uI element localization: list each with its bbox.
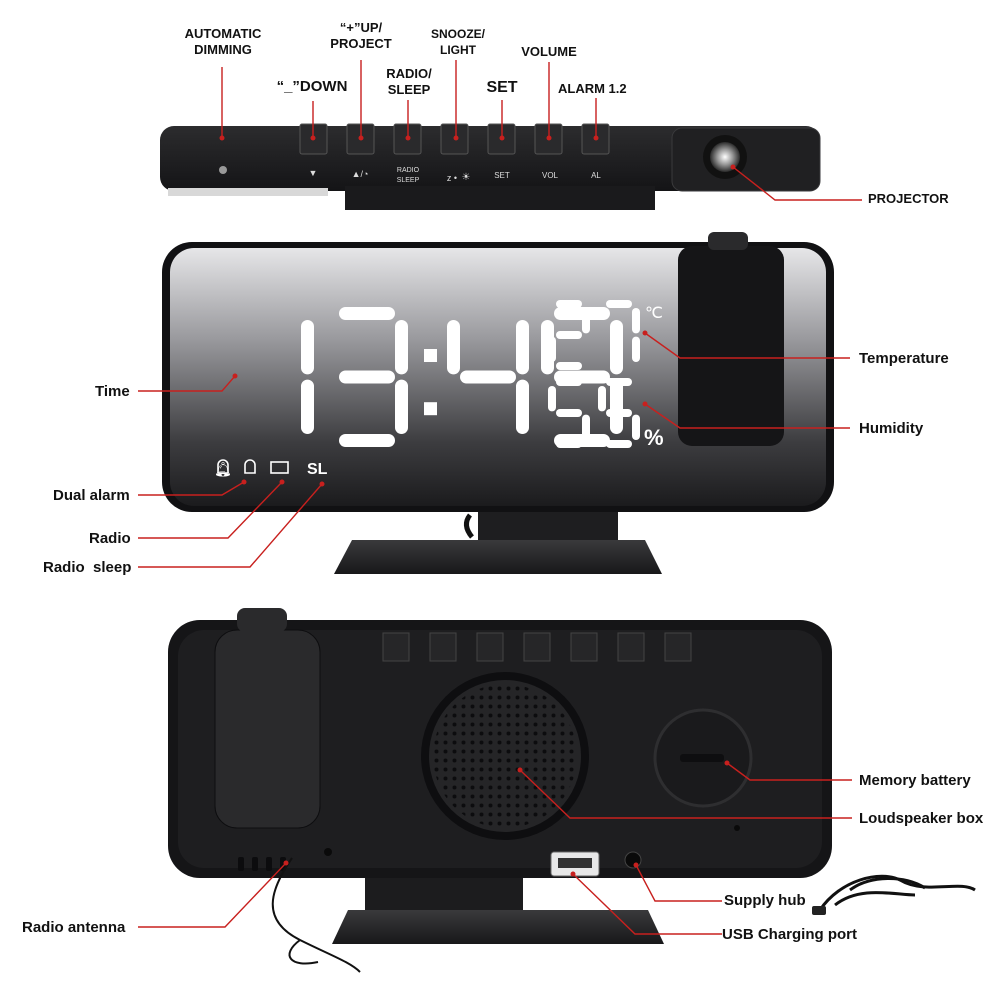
- radio-icon: [270, 461, 289, 474]
- light-sensor-icon: [219, 166, 227, 174]
- digit-segment: [395, 379, 408, 434]
- digit-segment: [516, 379, 529, 434]
- up-project-face-icon: ▲/◔: [352, 169, 369, 179]
- humidity-digits: [548, 378, 640, 448]
- digit-segment: [556, 362, 582, 370]
- digit-segment: [460, 370, 516, 384]
- label-memory-battery: Memory battery: [859, 772, 971, 789]
- label-radio-sleep-front: Radio sleep: [43, 559, 132, 576]
- digit-segment: [516, 320, 529, 375]
- projector-lens-icon: [710, 142, 740, 172]
- down-face-icon: ▼: [309, 168, 318, 178]
- set-face-label: SET: [494, 171, 510, 180]
- digit-segment: [610, 320, 623, 375]
- label-loudspeaker-box: Loudspeaker box: [859, 810, 984, 827]
- alarm1-icon: [217, 459, 229, 474]
- digit-segment: [556, 331, 582, 339]
- digit-segment: [556, 409, 582, 417]
- label-time: Time: [95, 383, 130, 400]
- label-radio-sleep: RADIO/SLEEP: [386, 66, 432, 97]
- label-temperature: Temperature: [859, 350, 949, 367]
- sleep-indicator: SL: [307, 461, 328, 478]
- speaker-holes: [433, 684, 577, 828]
- digit-segment: [598, 386, 606, 412]
- label-down: “_”DOWN: [276, 78, 348, 95]
- label-dual-alarm: Dual alarm: [53, 487, 130, 504]
- digit-segment: [301, 320, 314, 375]
- digit-segment: [301, 379, 314, 434]
- label-snooze-light: SNOOZE/LIGHT: [430, 27, 485, 57]
- label-alarm: ALARM 1.2: [558, 81, 627, 96]
- back-stand-base: [332, 910, 664, 944]
- digit-segment: [606, 440, 632, 448]
- label-set: SET: [486, 79, 518, 96]
- digit-segment: [582, 414, 590, 440]
- top-edge-highlight: [168, 188, 328, 196]
- projector-knob: [708, 232, 748, 250]
- back-view: [168, 608, 976, 973]
- label-humidity: Humidity: [859, 420, 924, 437]
- digit-segment: [556, 378, 582, 386]
- front-view: ℃ % 🔔︎ SL: [162, 232, 834, 574]
- front-stand-base: [334, 540, 662, 574]
- digit-segment: [447, 320, 460, 375]
- colon-dot: [424, 402, 437, 416]
- sun-icon: ☀: [462, 172, 471, 183]
- vol-face-label: VOL: [542, 171, 559, 180]
- digit-segment: [606, 409, 632, 417]
- percent-unit: %: [644, 425, 664, 450]
- radio-face-label: RADIO: [397, 167, 420, 174]
- alarm2-icon: [244, 459, 256, 474]
- digit-segment: [548, 336, 556, 362]
- label-volume: VOLUME: [521, 44, 577, 59]
- battery-slot: [680, 754, 724, 762]
- temperature-digits: [548, 300, 640, 370]
- digit-segment: [556, 440, 582, 448]
- power-jack[interactable]: [624, 851, 642, 869]
- power-plug: [812, 906, 826, 915]
- digit-segment: [632, 308, 640, 334]
- label-supply-hub: Supply hub: [724, 892, 806, 909]
- label-radio: Radio: [89, 530, 131, 547]
- al-face-label: AL: [591, 171, 601, 180]
- celsius-unit: ℃: [645, 305, 663, 322]
- back-projector-knob: [237, 608, 287, 632]
- antenna-hole: [324, 848, 332, 856]
- alarm1-bell-icon: 🔔︎: [214, 461, 232, 477]
- projector-arm: [678, 246, 784, 446]
- digit-segment: [606, 300, 632, 308]
- front-cable: [464, 513, 474, 539]
- label-radio-antenna: Radio antenna: [22, 919, 126, 936]
- back-pinhole: [734, 825, 740, 831]
- digit-segment: [548, 386, 556, 412]
- label-usb-port: USB Charging port: [722, 926, 857, 943]
- digit-segment: [632, 336, 640, 362]
- time-digits: [301, 307, 623, 447]
- top-underside: [345, 186, 655, 210]
- digit-segment: [610, 379, 623, 434]
- power-cable-coil: [818, 874, 976, 911]
- digit-segment: [339, 307, 395, 320]
- digit-segment: [556, 300, 582, 308]
- back-projector-arm: [214, 629, 321, 829]
- top-view: ▼ ▲/◔ RADIO SLEEP z • ☀ SET VOL AL: [160, 123, 821, 210]
- leader-lines: [138, 60, 862, 935]
- sleep-face-label: SLEEP: [397, 177, 420, 184]
- snooze-face-icon: z •: [447, 173, 457, 183]
- digit-segment: [395, 320, 408, 375]
- digit-segment: [339, 434, 395, 447]
- digit-segment: [582, 308, 590, 334]
- back-top-buttons: [382, 632, 692, 662]
- label-up-project: “+”UP/PROJECT: [330, 20, 392, 51]
- digit-segment: [339, 370, 395, 384]
- digit-segment: [632, 414, 640, 440]
- digit-segment: [606, 378, 632, 386]
- colon-dot: [424, 349, 437, 362]
- leader-dots: [219, 135, 736, 877]
- label-projector: PROJECTOR: [868, 191, 949, 206]
